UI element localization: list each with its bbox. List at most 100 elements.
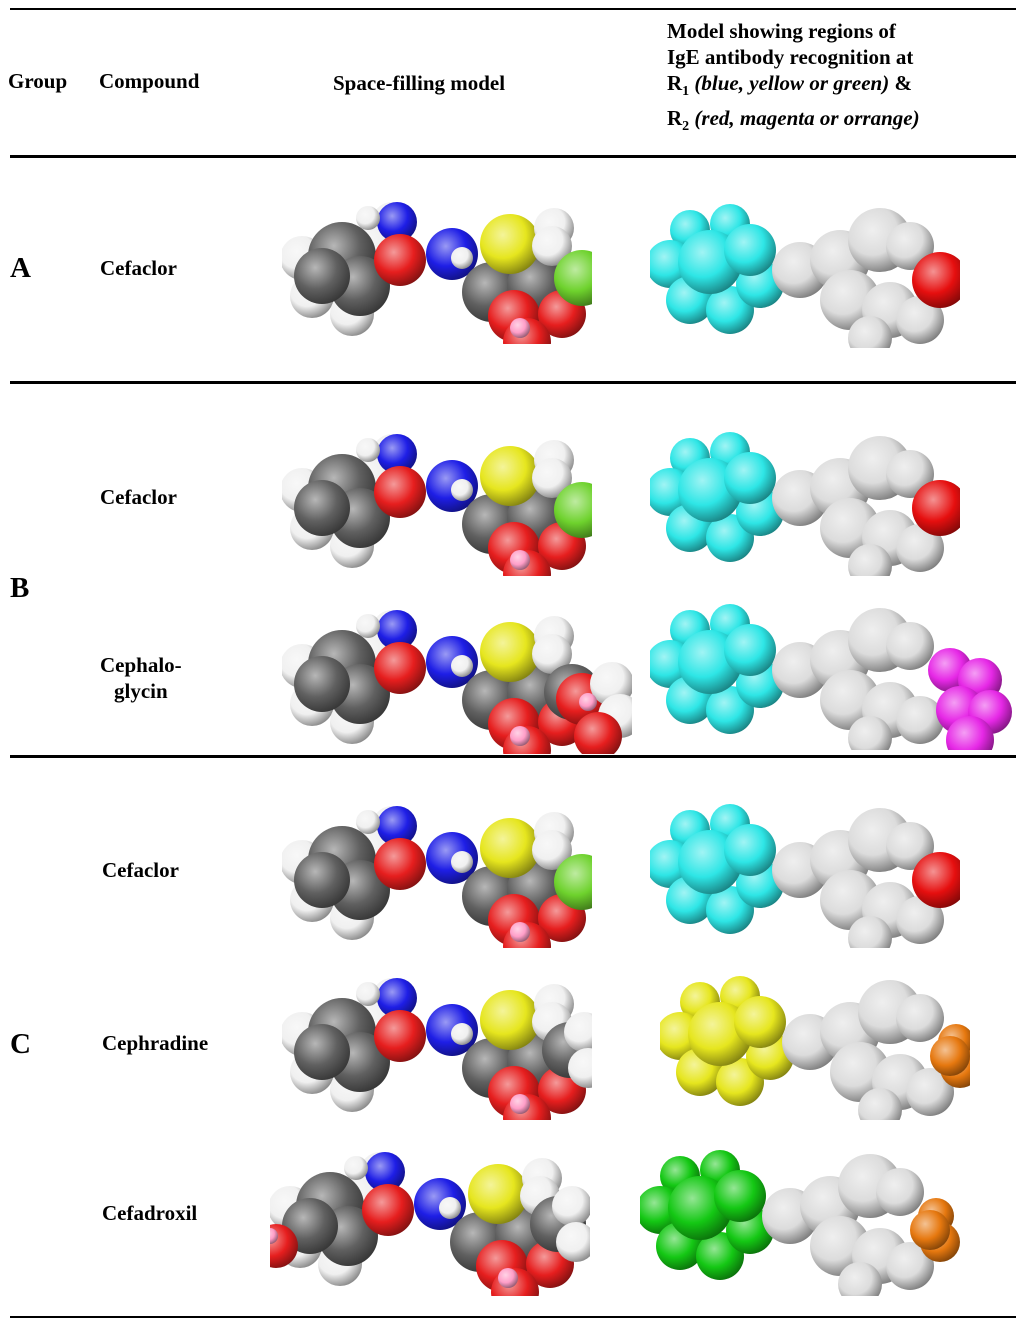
atom-sphere bbox=[554, 250, 592, 306]
atom-sphere bbox=[356, 206, 380, 230]
atom-sphere bbox=[912, 252, 960, 308]
compound-b-cephaloglycin: Cephalo- glycin bbox=[100, 652, 182, 704]
header-model-line4: R2 (red, magenta or orrange) bbox=[667, 106, 920, 135]
atom-sphere bbox=[906, 1068, 954, 1116]
header-compound: Compound bbox=[99, 69, 200, 93]
atom-sphere bbox=[451, 655, 473, 677]
atom-sphere bbox=[451, 479, 473, 501]
atom-sphere bbox=[564, 1012, 592, 1052]
atom-sphere bbox=[848, 916, 892, 948]
space-filling-model-b-cephaloglycin bbox=[282, 610, 632, 754]
atom-sphere bbox=[556, 1222, 590, 1262]
atom-sphere bbox=[532, 226, 572, 266]
atom-sphere bbox=[714, 1170, 766, 1222]
atom-sphere bbox=[294, 852, 350, 908]
atom-sphere bbox=[356, 810, 380, 834]
atom-sphere bbox=[374, 466, 426, 518]
atom-sphere bbox=[532, 634, 572, 674]
header-space-filling: Space-filling model bbox=[333, 71, 506, 95]
recognition-model-c-cefadroxil bbox=[640, 1150, 960, 1296]
atom-sphere bbox=[510, 922, 530, 942]
rule-b-c bbox=[10, 755, 1016, 758]
atom-sphere bbox=[480, 990, 540, 1050]
atom-sphere bbox=[896, 524, 944, 572]
atom-sphere bbox=[848, 544, 892, 576]
atom-sphere bbox=[876, 1168, 924, 1216]
group-label-a: A bbox=[10, 252, 31, 284]
atom-sphere bbox=[886, 450, 934, 498]
atom-sphere bbox=[362, 1184, 414, 1236]
atom-sphere bbox=[344, 1156, 368, 1180]
recognition-model-c-cefaclor bbox=[650, 804, 960, 948]
atom-sphere bbox=[734, 996, 786, 1048]
atom-sphere bbox=[510, 550, 530, 570]
atom-sphere bbox=[480, 818, 540, 878]
compound-a-cefaclor: Cefaclor bbox=[100, 256, 177, 280]
atom-sphere bbox=[510, 726, 530, 746]
space-filling-model-a-cefaclor bbox=[282, 202, 592, 344]
atom-sphere bbox=[294, 480, 350, 536]
atom-sphere bbox=[912, 480, 960, 536]
atom-sphere bbox=[724, 452, 776, 504]
atom-sphere bbox=[294, 656, 350, 712]
compound-b-cephaloglycin-line1: Cephalo- bbox=[100, 653, 182, 677]
atom-sphere bbox=[532, 830, 572, 870]
atom-sphere bbox=[858, 1088, 902, 1120]
atom-sphere bbox=[468, 1164, 528, 1224]
atom-sphere bbox=[451, 247, 473, 269]
atom-sphere bbox=[374, 838, 426, 890]
atom-sphere bbox=[896, 994, 944, 1042]
atom-sphere bbox=[377, 434, 417, 474]
atom-sphere bbox=[532, 458, 572, 498]
atom-sphere bbox=[374, 642, 426, 694]
space-filling-model-c-cephradine bbox=[282, 978, 592, 1120]
header-model: Model showing regions of IgE antibody re… bbox=[667, 18, 920, 140]
atom-sphere bbox=[356, 982, 380, 1006]
header-model-line2: IgE antibody recognition at bbox=[667, 45, 914, 69]
atom-sphere bbox=[510, 1094, 530, 1114]
recognition-model-c-cephradine bbox=[660, 976, 970, 1120]
atom-sphere bbox=[377, 610, 417, 650]
recognition-model-b-cephaloglycin bbox=[650, 604, 1012, 750]
recognition-model-b-cefaclor bbox=[650, 432, 960, 576]
atom-sphere bbox=[377, 202, 417, 242]
atom-sphere bbox=[848, 316, 892, 348]
compound-c-cefadroxil: Cefadroxil bbox=[102, 1201, 198, 1225]
atom-sphere bbox=[896, 296, 944, 344]
header-model-line3: R1 (blue, yellow or green) & bbox=[667, 71, 912, 100]
space-filling-model-c-cefaclor bbox=[282, 806, 592, 948]
atom-sphere bbox=[912, 852, 960, 908]
atom-sphere bbox=[451, 851, 473, 873]
atom-sphere bbox=[294, 248, 350, 304]
compound-b-cephaloglycin-line2: glycin bbox=[114, 679, 168, 703]
atom-sphere bbox=[552, 1186, 590, 1226]
compound-c-cephradine: Cephradine bbox=[102, 1031, 209, 1055]
rule-a-b bbox=[10, 381, 1016, 384]
header-rule bbox=[10, 155, 1016, 158]
atom-sphere bbox=[294, 1024, 350, 1080]
atom-sphere bbox=[946, 716, 994, 750]
atom-sphere bbox=[724, 224, 776, 276]
atom-sphere bbox=[510, 318, 530, 338]
atom-sphere bbox=[356, 614, 380, 638]
space-filling-model-b-cefaclor bbox=[282, 434, 592, 576]
group-label-b: B bbox=[10, 572, 30, 604]
atom-sphere bbox=[554, 482, 592, 538]
atom-sphere bbox=[886, 622, 934, 670]
header-group: Group bbox=[8, 69, 68, 93]
atom-sphere bbox=[886, 222, 934, 270]
atom-sphere bbox=[886, 822, 934, 870]
atom-sphere bbox=[886, 1242, 934, 1290]
atom-sphere bbox=[480, 622, 540, 682]
atom-sphere bbox=[930, 1036, 970, 1076]
atom-sphere bbox=[579, 693, 597, 711]
top-rule bbox=[10, 8, 1016, 10]
atom-sphere bbox=[374, 1010, 426, 1062]
space-filling-model-c-cefadroxil bbox=[270, 1152, 590, 1296]
atom-sphere bbox=[498, 1268, 518, 1288]
atom-sphere bbox=[480, 446, 540, 506]
atom-sphere bbox=[480, 214, 540, 274]
atom-sphere bbox=[377, 978, 417, 1018]
atom-sphere bbox=[896, 696, 944, 744]
atom-sphere bbox=[365, 1152, 405, 1192]
